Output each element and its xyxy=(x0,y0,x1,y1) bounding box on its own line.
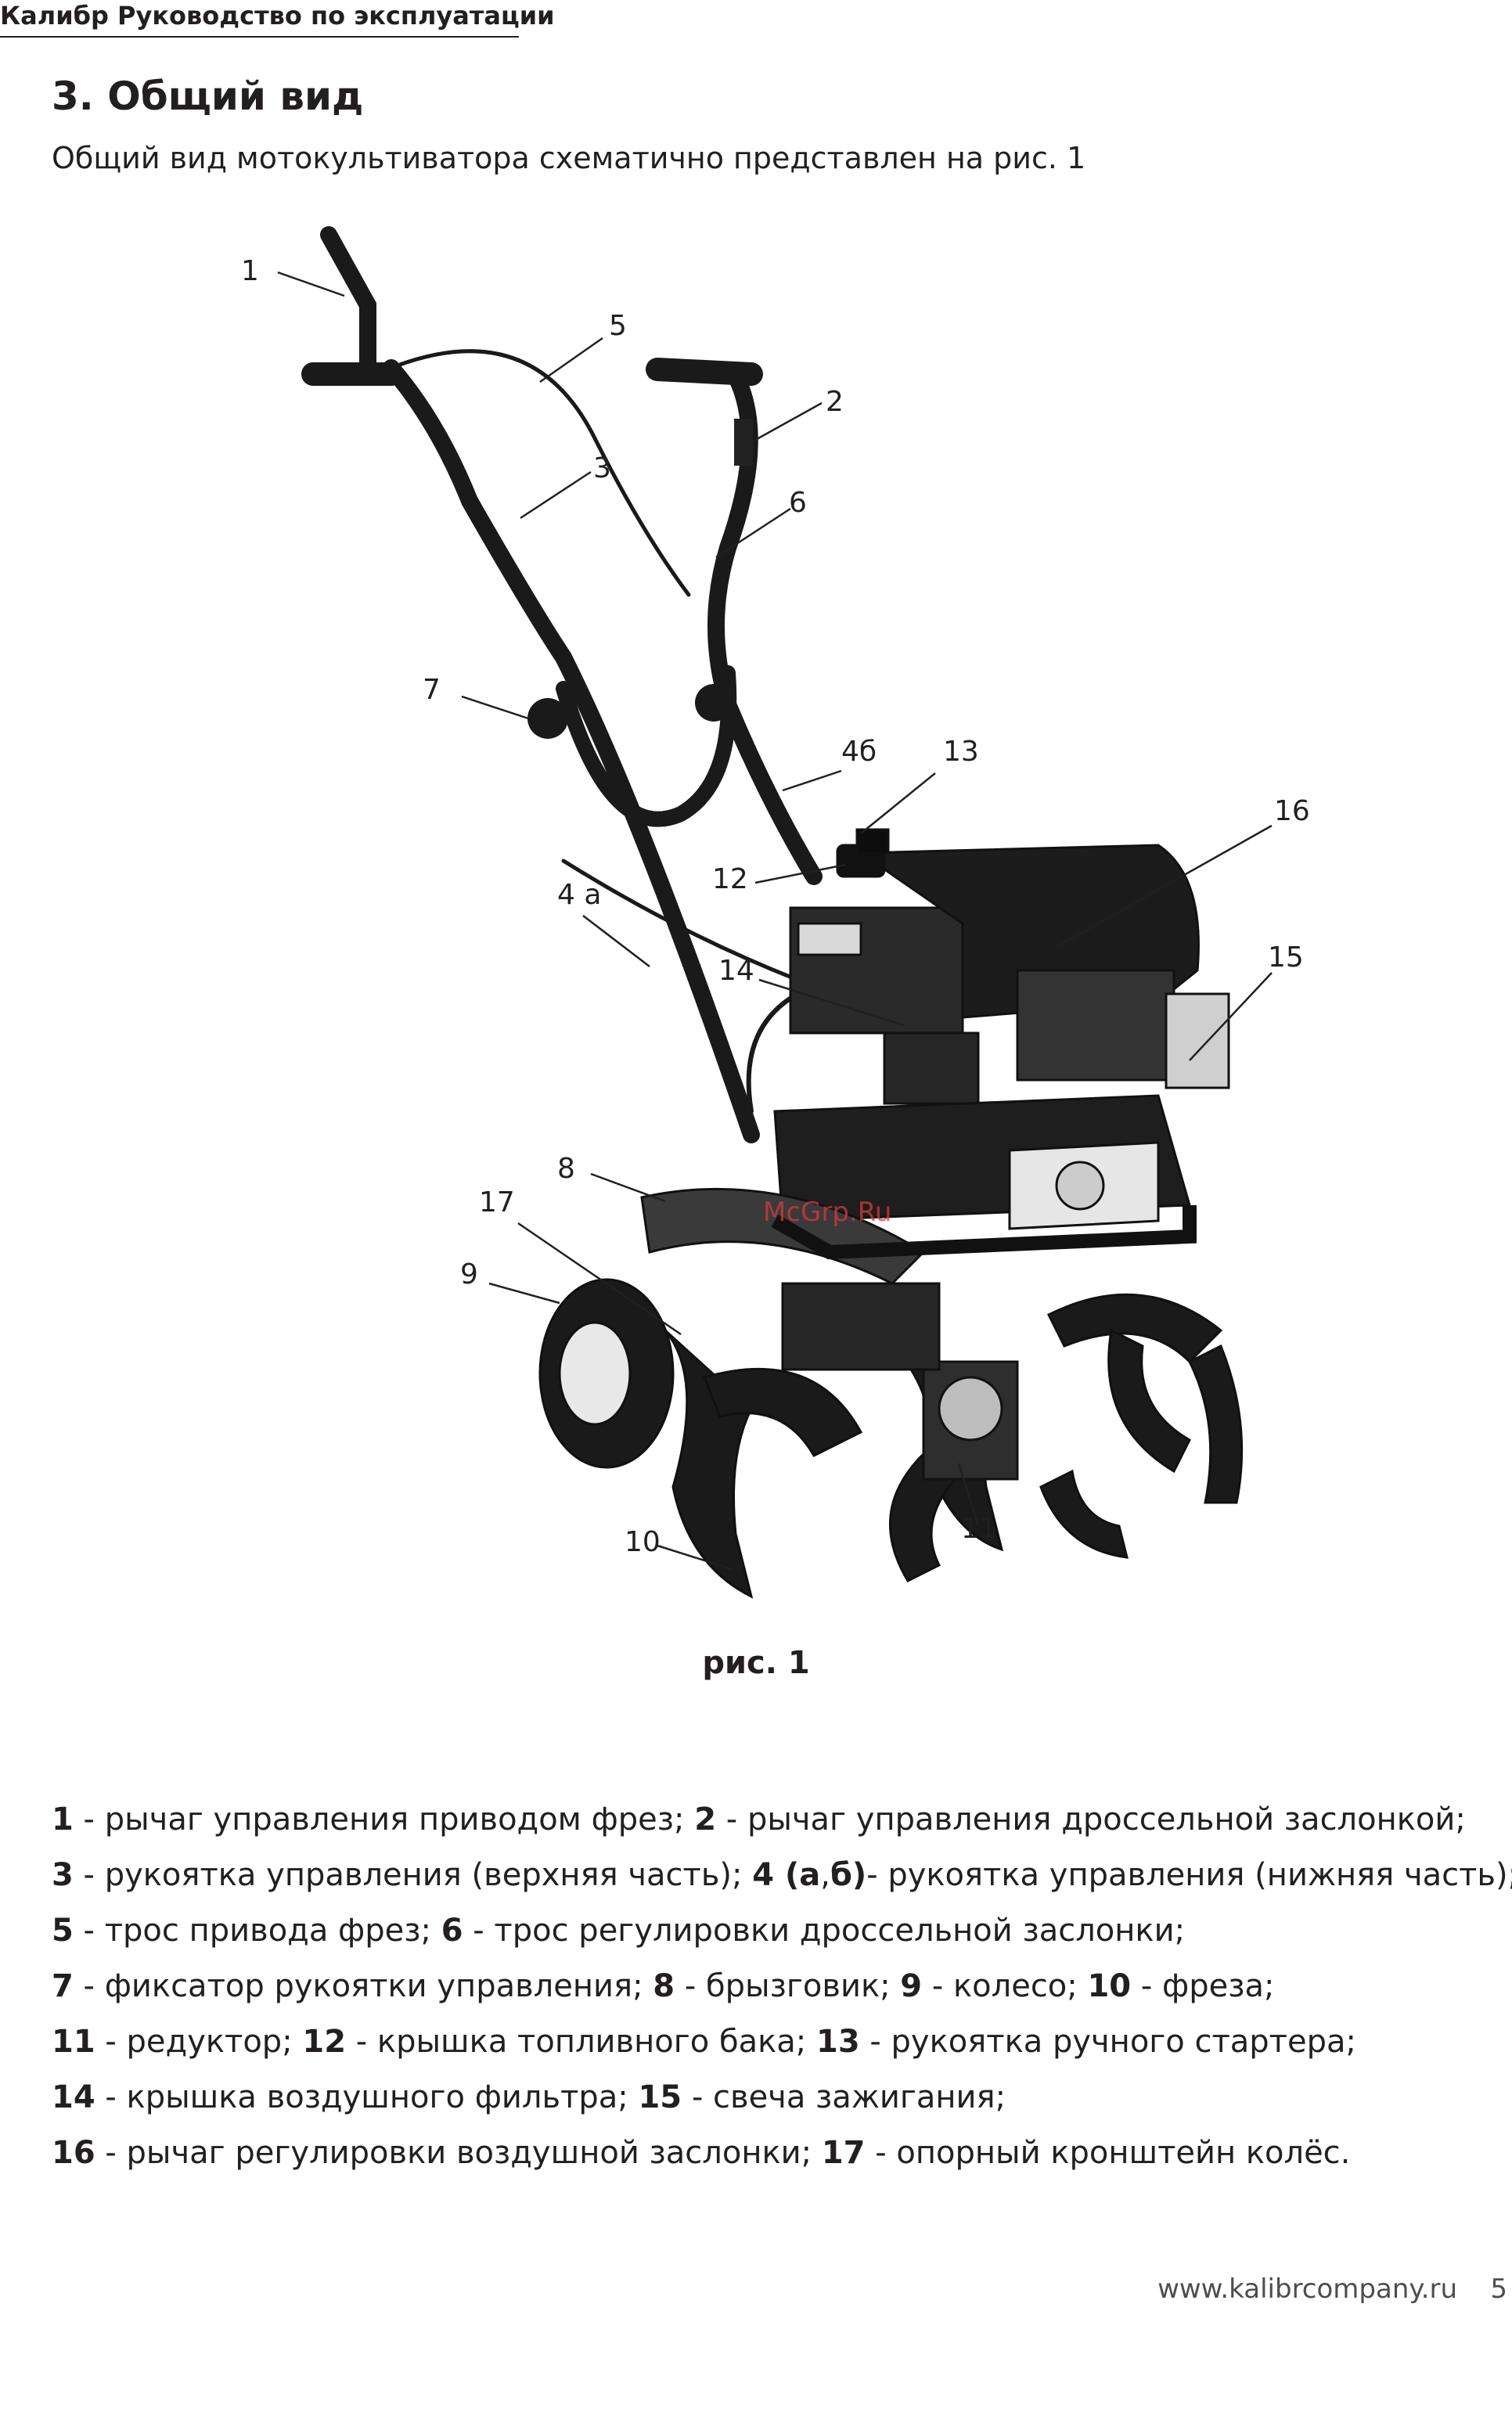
callout-13: 13 xyxy=(943,736,979,768)
left-handle-tube xyxy=(383,359,760,1143)
legend-number: 16 xyxy=(52,2135,95,2171)
watermark-text: McGrp.Ru xyxy=(763,1197,891,1228)
callout-2: 2 xyxy=(826,386,844,418)
mudguard xyxy=(640,1187,926,1285)
figure-caption: рис. 1 xyxy=(702,1645,810,1681)
legend: 1 - рычаг управления приводом фрез; 2 - … xyxy=(52,1792,1512,2181)
cultivator-illustration: McGrp.Ru 1 5 2 3 xyxy=(241,226,1310,1599)
callout-3: 3 xyxy=(593,452,611,484)
cable-lower xyxy=(561,859,816,988)
brand-logo xyxy=(1055,1161,1105,1211)
callout-10: 10 xyxy=(625,1526,661,1558)
legend-number: 1 xyxy=(52,1802,74,1838)
lock-knob-right xyxy=(695,684,733,722)
legend-number: 10 xyxy=(1087,1968,1132,2004)
chassis xyxy=(640,1094,1197,1285)
callout-5: 5 xyxy=(609,310,627,342)
legend-text: - опорный кронштейн колёс. xyxy=(865,2135,1351,2171)
legend-line: 7 - фиксатор рукоятки управления; 8 - бр… xyxy=(52,1959,1476,2014)
legend-text: - колесо; xyxy=(922,1968,1088,2004)
lock-knob-left xyxy=(527,698,568,739)
legend-text: - рукоятка управления (верхняя часть); xyxy=(73,1857,753,1893)
callout-1: 1 xyxy=(241,255,259,287)
tiller-blades xyxy=(664,1282,1244,1599)
legend-number: 6 xyxy=(441,1913,463,1949)
legend-text: - свеча зажигания; xyxy=(682,2079,1006,2115)
legend-text: - рукоятка ручного стартера; xyxy=(859,2024,1356,2060)
callout-16: 16 xyxy=(1274,795,1310,827)
legend-number: 15 xyxy=(638,2079,682,2115)
callout-15: 15 xyxy=(1268,941,1304,974)
reducer-cover xyxy=(938,1376,1003,1442)
legend-line: 11 - редуктор; 12 - крышка топливного ба… xyxy=(52,2014,1476,2070)
handle-assembly xyxy=(301,226,823,1143)
throttle-lever xyxy=(734,419,753,466)
legend-number: 2 xyxy=(694,1802,717,1838)
legend-number: 5 xyxy=(52,1913,74,1949)
legend-number: 8 xyxy=(653,1968,675,2004)
legend-number: 12 xyxy=(302,2024,347,2060)
intro-paragraph: Общий вид мотокультиватора схематично пр… xyxy=(52,141,1086,175)
handle-cross-loop xyxy=(556,665,737,827)
drive-lever xyxy=(320,226,376,376)
callout-7: 7 xyxy=(423,674,441,706)
legend-number: 3 xyxy=(52,1857,74,1893)
legend-text: - рычаг управления дроссельной заслонкой… xyxy=(716,1802,1466,1838)
spark-plug-guard xyxy=(1165,992,1230,1089)
engine-base xyxy=(883,1031,980,1105)
page-footer: www.kalibrcompany.ru 5 xyxy=(1157,2273,1512,2313)
label-sticker xyxy=(797,922,862,956)
legend-line: 1 - рычаг управления приводом фрез; 2 - … xyxy=(52,1792,1476,1848)
running-header: Калибр Руководство по эксплуатации xyxy=(0,0,555,38)
legend-text: - фиксатор рукоятки управления; xyxy=(73,1968,653,2004)
engine-block xyxy=(1016,969,1175,1082)
legend-number: 4 (а xyxy=(752,1857,821,1893)
legend-text: , xyxy=(820,1857,830,1893)
legend-text: - крышка воздушного фильтра; xyxy=(95,2079,639,2115)
header-title: Калибр Руководство по эксплуатации xyxy=(0,1,555,31)
legend-number: 17 xyxy=(821,2135,866,2171)
axle-housing xyxy=(781,1282,941,1371)
callout-12: 12 xyxy=(712,863,748,895)
legend-number: 13 xyxy=(815,2024,860,2060)
engine xyxy=(789,828,1230,1105)
callout-14: 14 xyxy=(718,955,754,987)
frame-rail xyxy=(771,1205,1197,1260)
callout-4a: 4 а xyxy=(557,879,601,911)
page-number: 5 xyxy=(1490,2273,1507,2305)
callout-labels: 1 5 2 3 6 7 4б 13 16 12 4 а 14 15 8 17 9… xyxy=(241,255,1310,1558)
legend-text: - трос привода фрез; xyxy=(73,1913,441,1949)
legend-number: 14 xyxy=(52,2079,95,2115)
callout-8: 8 xyxy=(557,1153,575,1185)
legend-number: б) xyxy=(830,1857,867,1893)
legend-text: - фреза; xyxy=(1131,1968,1275,2004)
legend-line: 14 - крышка воздушного фильтра; 15 - све… xyxy=(52,2070,1476,2126)
callout-leaders xyxy=(277,271,1273,1571)
legend-number: 9 xyxy=(900,1968,923,2004)
legend-text: - трос регулировки дроссельной заслонки; xyxy=(463,1913,1186,1949)
legend-text: - рычаг регулировки воздушной заслонки; xyxy=(95,2135,822,2171)
legend-line: 16 - рычаг регулировки воздушной заслонк… xyxy=(52,2126,1476,2181)
legend-text: - брызговик; xyxy=(675,1968,901,2004)
figure-cultivator: McGrp.Ru 1 5 2 3 xyxy=(0,188,1512,1643)
legend-text: - рычаг управления приводом фрез; xyxy=(73,1802,695,1838)
right-handle-tube xyxy=(707,367,823,885)
legend-text: - рукоятка управления (нижняя часть); xyxy=(866,1857,1512,1893)
footer-url[interactable]: www.kalibrcompany.ru xyxy=(1157,2273,1457,2305)
callout-4b: 4б xyxy=(841,736,877,768)
cable-5 xyxy=(389,349,691,597)
callout-9: 9 xyxy=(460,1258,478,1290)
legend-line: 3 - рукоятка управления (верхняя часть);… xyxy=(52,1848,1512,1903)
legend-line: 5 - трос привода фрез; 6 - трос регулиро… xyxy=(52,1903,1476,1959)
callout-6: 6 xyxy=(789,487,807,519)
legend-number: 7 xyxy=(52,1968,74,2004)
legend-text: - редуктор; xyxy=(95,2024,303,2060)
legend-text: - крышка топливного бака; xyxy=(346,2024,816,2060)
callout-17: 17 xyxy=(479,1186,515,1218)
wheel xyxy=(538,1278,675,1469)
legend-number: 11 xyxy=(52,2024,95,2060)
callout-11: 11 xyxy=(961,1513,997,1545)
section-title: 3. Общий вид xyxy=(52,74,364,119)
